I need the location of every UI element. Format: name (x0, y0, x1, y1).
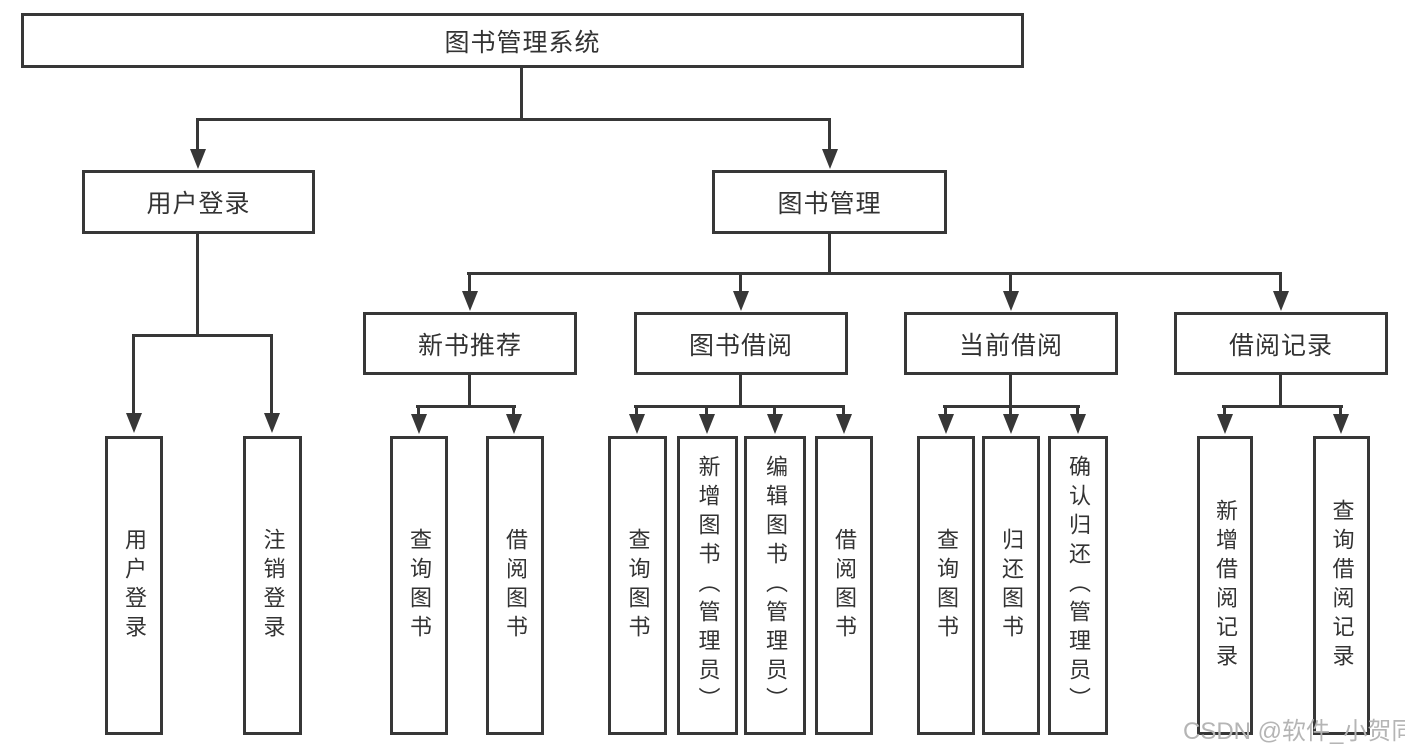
node-leaf-edit-book-admin: 编辑图书（管理员） (744, 436, 806, 735)
arrowhead-icon (767, 414, 783, 434)
node-label: 用户登录 (122, 527, 147, 644)
connector-line (739, 272, 742, 293)
connector-line (705, 405, 708, 417)
connector-line (196, 118, 199, 151)
node-label: 确认归还（管理员） (1066, 455, 1091, 716)
node-label: 当前借阅 (958, 331, 1063, 360)
connector-line (1222, 405, 1343, 408)
node-label: 新书推荐 (417, 331, 522, 360)
arrowhead-icon (190, 149, 206, 169)
node-leaf-add-borrow-record: 新增借阅记录 (1197, 436, 1253, 735)
node-book-management: 图书管理 (712, 170, 947, 234)
connector-line (1009, 405, 1012, 417)
node-leaf-query-books-2: 查询图书 (608, 436, 667, 735)
node-label: 图书管理 (777, 190, 882, 218)
node-label: 归还图书 (999, 527, 1024, 644)
connector-line (944, 405, 947, 417)
connector-line (1009, 272, 1012, 293)
connector-line (1076, 405, 1079, 417)
node-label: 新增借阅记录 (1213, 498, 1238, 673)
arrowhead-icon (836, 414, 852, 434)
connector-line (468, 375, 471, 408)
connector-line (416, 405, 516, 408)
node-user-login: 用户登录 (82, 170, 315, 234)
arrowhead-icon (126, 413, 142, 433)
node-leaf-confirm-return-admin: 确认归还（管理员） (1048, 436, 1108, 735)
connector-line (467, 272, 1282, 275)
node-leaf-query-books-1: 查询图书 (390, 436, 448, 735)
node-leaf-user-login: 用户登录 (105, 436, 163, 735)
connector-line (1223, 405, 1226, 417)
node-root: 图书管理系统 (21, 13, 1024, 68)
arrowhead-icon (1273, 291, 1289, 311)
node-book-borrow: 图书借阅 (634, 312, 848, 375)
connector-line (512, 405, 515, 417)
node-leaf-logout: 注销登录 (243, 436, 302, 735)
node-leaf-query-books-3: 查询图书 (917, 436, 975, 735)
node-label: 查询图书 (934, 527, 959, 644)
arrowhead-icon (1217, 414, 1233, 434)
node-leaf-borrow-books-2: 借阅图书 (815, 436, 873, 735)
node-label: 查询借阅记录 (1329, 498, 1355, 673)
connector-line (1339, 405, 1342, 417)
arrowhead-icon (629, 414, 645, 434)
node-leaf-borrow-books-1: 借阅图书 (486, 436, 544, 735)
arrowhead-icon (699, 414, 715, 434)
arrowhead-icon (938, 414, 954, 434)
connector-line (1009, 375, 1012, 408)
connector-line (132, 334, 135, 415)
node-label: 新增图书（管理员） (695, 455, 721, 716)
node-leaf-return-book: 归还图书 (982, 436, 1040, 735)
connector-line (1279, 375, 1282, 408)
node-label: 查询图书 (625, 527, 651, 644)
node-label: 借阅图书 (503, 527, 528, 644)
connector-line (196, 234, 199, 337)
arrowhead-icon (506, 414, 522, 434)
arrowhead-icon (411, 414, 427, 434)
connector-line (842, 405, 845, 417)
node-label: 注销登录 (260, 527, 286, 644)
node-label: 编辑图书（管理员） (763, 455, 788, 716)
csdn-watermark: CSDN @软件_小贺同学 (1183, 718, 1405, 745)
node-leaf-add-book-admin: 新增图书（管理员） (677, 436, 738, 735)
connector-line (132, 334, 273, 337)
node-borrow-records: 借阅记录 (1174, 312, 1388, 375)
node-label: 查询图书 (407, 527, 432, 644)
node-label: 用户登录 (146, 190, 251, 218)
node-new-book-recommend: 新书推荐 (363, 312, 577, 375)
node-current-borrow: 当前借阅 (904, 312, 1118, 375)
connector-line (520, 68, 523, 121)
arrowhead-icon (1003, 414, 1019, 434)
node-leaf-query-borrow-record: 查询借阅记录 (1313, 436, 1370, 735)
node-label: 图书管理系统 (444, 28, 601, 57)
connector-line (468, 272, 471, 293)
arrowhead-icon (1333, 414, 1349, 434)
node-label: 借阅图书 (832, 527, 857, 644)
connector-line (417, 405, 420, 417)
arrowhead-icon (822, 149, 838, 169)
connector-line (739, 375, 742, 408)
arrowhead-icon (733, 291, 749, 311)
connector-line (196, 118, 831, 121)
connector-line (828, 234, 831, 275)
arrowhead-icon (1003, 291, 1019, 311)
node-label: 图书借阅 (688, 331, 793, 360)
connector-line (635, 405, 638, 417)
connector-line (1279, 272, 1282, 293)
connector-line (634, 405, 845, 408)
node-label: 借阅记录 (1228, 331, 1333, 360)
connector-line (828, 118, 831, 151)
arrowhead-icon (462, 291, 478, 311)
arrowhead-icon (1070, 414, 1086, 434)
connector-line (270, 334, 273, 415)
arrowhead-icon (264, 413, 280, 433)
connector-line (773, 405, 776, 417)
